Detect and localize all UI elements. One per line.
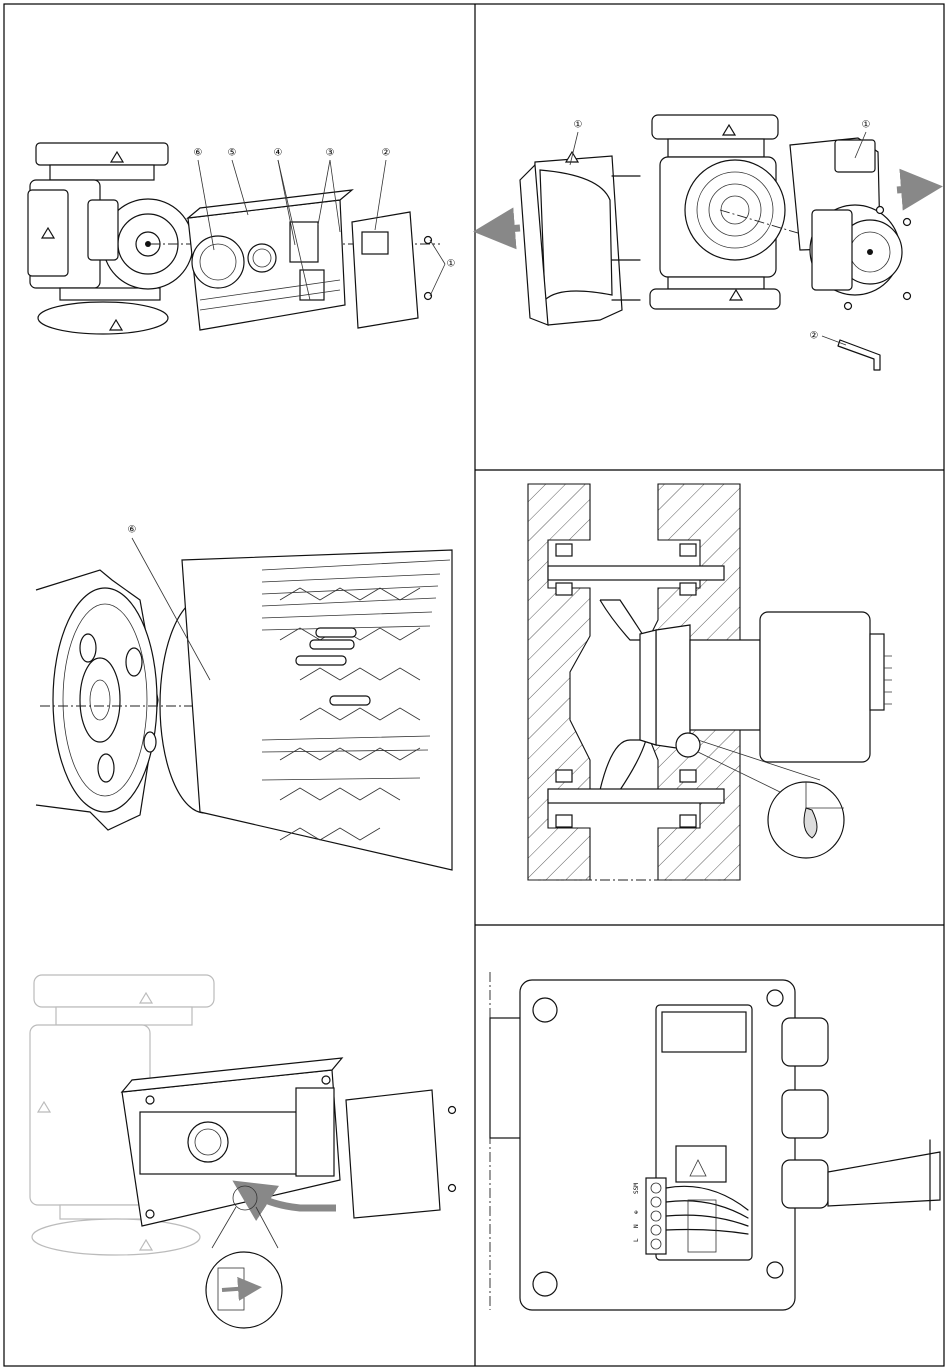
callout-6-disc: ⑥: [128, 525, 137, 536]
module-heat-sink: [182, 550, 452, 870]
figure-5-cable-routing: [30, 975, 456, 1328]
right-housing-half: [790, 138, 911, 310]
figure-3-flange-alignment: ⑥: [36, 525, 452, 871]
pump-housing: [28, 143, 193, 334]
left-housing-half: [520, 152, 640, 325]
callout-1-right: ①: [862, 120, 871, 131]
cover-plate-removed: [346, 1090, 456, 1218]
callout-2: ②: [382, 148, 391, 159]
callout-6: ⑥: [194, 148, 203, 159]
figure-4-section-view: [528, 484, 892, 880]
callout-1: ①: [447, 259, 456, 270]
figure-1-exploded-module: ⑥ ⑤ ④ ③ ② ①: [28, 143, 455, 334]
callout-1-left: ①: [574, 120, 583, 131]
callout-4: ④: [274, 148, 283, 159]
callout-3: ③: [326, 148, 335, 159]
cover-plate: [352, 212, 432, 328]
terminal-label-n: N: [633, 1224, 640, 1228]
figure-6-terminal-box: SSM ⊕ N L: [490, 972, 940, 1310]
electronics-module: [188, 190, 352, 330]
module-housing-section: [490, 980, 795, 1310]
terminal-label-earth: ⊕: [633, 1210, 640, 1214]
center-pump-casing: [650, 115, 785, 309]
terminal-label-ssm: SSM: [633, 1183, 640, 1194]
callout-2-hex-key: ②: [810, 331, 819, 342]
terminal-label-l: L: [633, 1238, 640, 1242]
cable-glands: [782, 1018, 940, 1210]
figure-2-housing-separation: ① ① ②: [494, 115, 922, 370]
electronics-module-opened: [122, 1058, 342, 1226]
callout-5: ⑤: [228, 148, 237, 159]
motor-flange: [36, 570, 158, 830]
